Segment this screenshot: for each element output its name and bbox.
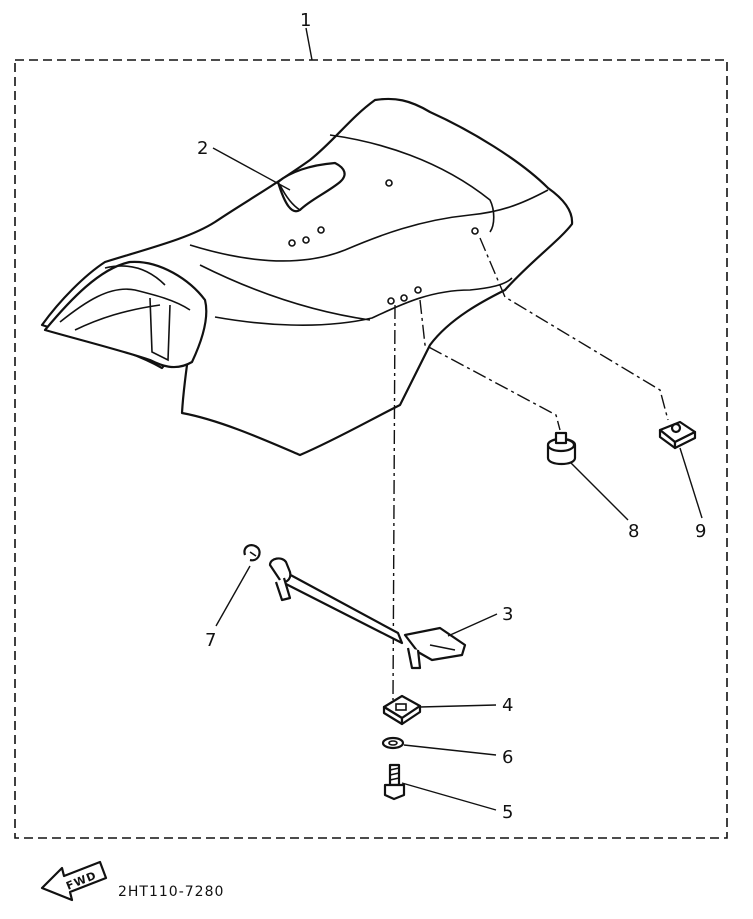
callout-bolt: 5 (502, 802, 513, 823)
leader-lock-rod (447, 613, 498, 637)
assembly-frame (14, 59, 728, 839)
callout-assembly: 1 (300, 10, 311, 31)
leader-bracket (419, 704, 497, 708)
leader-clip (215, 565, 251, 627)
callout-clip: 7 (205, 630, 216, 651)
drawing-code: 2HT110-7280 (118, 884, 224, 900)
leader-seat-lock (212, 147, 291, 191)
damper (546, 431, 577, 466)
washer (381, 736, 405, 750)
assembly-line-nut (479, 237, 669, 421)
callout-washer: 6 (502, 747, 513, 768)
leader-assembly (305, 27, 313, 61)
callout-damper: 8 (628, 521, 639, 542)
callout-bracket: 4 (502, 695, 513, 716)
clip (243, 544, 261, 562)
seat (40, 97, 574, 457)
callout-seat-lock: 2 (197, 138, 208, 159)
assembly-line-damper (419, 299, 561, 431)
bolt (383, 763, 406, 801)
forward-arrow-icon: FWD (40, 860, 108, 902)
bracket (382, 694, 422, 726)
lock-rod (268, 557, 467, 670)
nut (658, 420, 697, 450)
leader-nut (679, 447, 703, 519)
leader-bolt (401, 782, 497, 811)
leader-damper (569, 461, 629, 521)
callout-lock-rod: 3 (502, 604, 513, 625)
leader-washer (403, 744, 497, 756)
callout-nut: 9 (695, 521, 706, 542)
